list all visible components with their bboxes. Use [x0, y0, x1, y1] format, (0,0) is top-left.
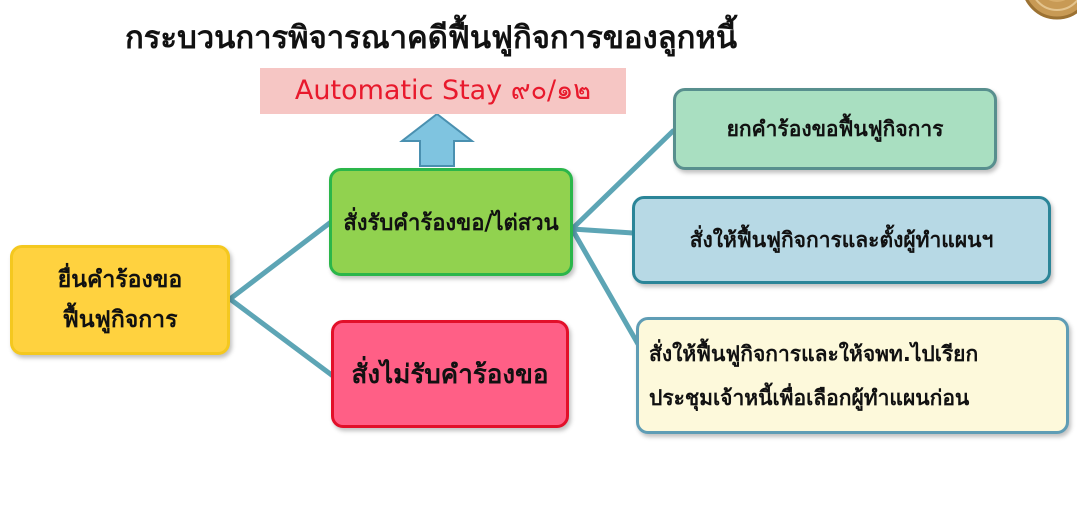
connector-file-to-reject: [227, 296, 336, 379]
node-order-reorganization-label: สั่งให้ฟื้นฟูกิจการและตั้งผู้ทำแผนฯ: [689, 227, 994, 252]
node-order-meeting-line-2: ประชุมเจ้าหนี้เพื่อเลือกผู้ทำแผนก่อน: [649, 385, 970, 410]
connector-file-to-accept: [227, 219, 334, 302]
page-title: กระบวนการพิจารณาคดีฟื้นฟูกิจการของลูกหนี…: [125, 20, 738, 56]
node-file-petition-line-2: ฟื้นฟูกิจการ: [62, 307, 178, 333]
seal-logo-icon: [1025, 0, 1077, 20]
node-file-petition: ยื่นคำร้องขอ ฟื้นฟูกิจการ: [10, 245, 230, 355]
automatic-stay-label: Automatic Stay ๙๐/๑๒: [260, 68, 626, 114]
node-accept-petition-label: สั่งรับคำร้องขอ/ไต่สวน: [343, 210, 559, 236]
node-order-reorganization: สั่งให้ฟื้นฟูกิจการและตั้งผู้ทำแผนฯ: [632, 196, 1051, 284]
node-accept-petition: สั่งรับคำร้องขอ/ไต่สวน: [329, 168, 573, 276]
node-dismiss-petition: ยกคำร้องขอฟื้นฟูกิจการ: [673, 88, 997, 170]
node-order-meeting-line-1: สั่งให้ฟื้นฟูกิจการและให้จพท.ไปเรียก: [649, 341, 979, 366]
node-order-meeting: สั่งให้ฟื้นฟูกิจการและให้จพท.ไปเรียก ประ…: [636, 317, 1069, 434]
node-reject-petition-label: สั่งไม่รับคำร้องขอ: [351, 359, 549, 390]
connector-accept-to-order: [569, 226, 636, 236]
connector-accept-to-dismiss: [569, 128, 676, 232]
node-dismiss-petition-label: ยกคำร้องขอฟื้นฟูกิจการ: [726, 116, 944, 141]
connector-accept-to-meeting: [569, 226, 641, 347]
up-arrow-icon: [399, 112, 475, 167]
node-file-petition-line-1: ยื่นคำร้องขอ: [57, 267, 183, 293]
node-reject-petition: สั่งไม่รับคำร้องขอ: [331, 320, 569, 428]
